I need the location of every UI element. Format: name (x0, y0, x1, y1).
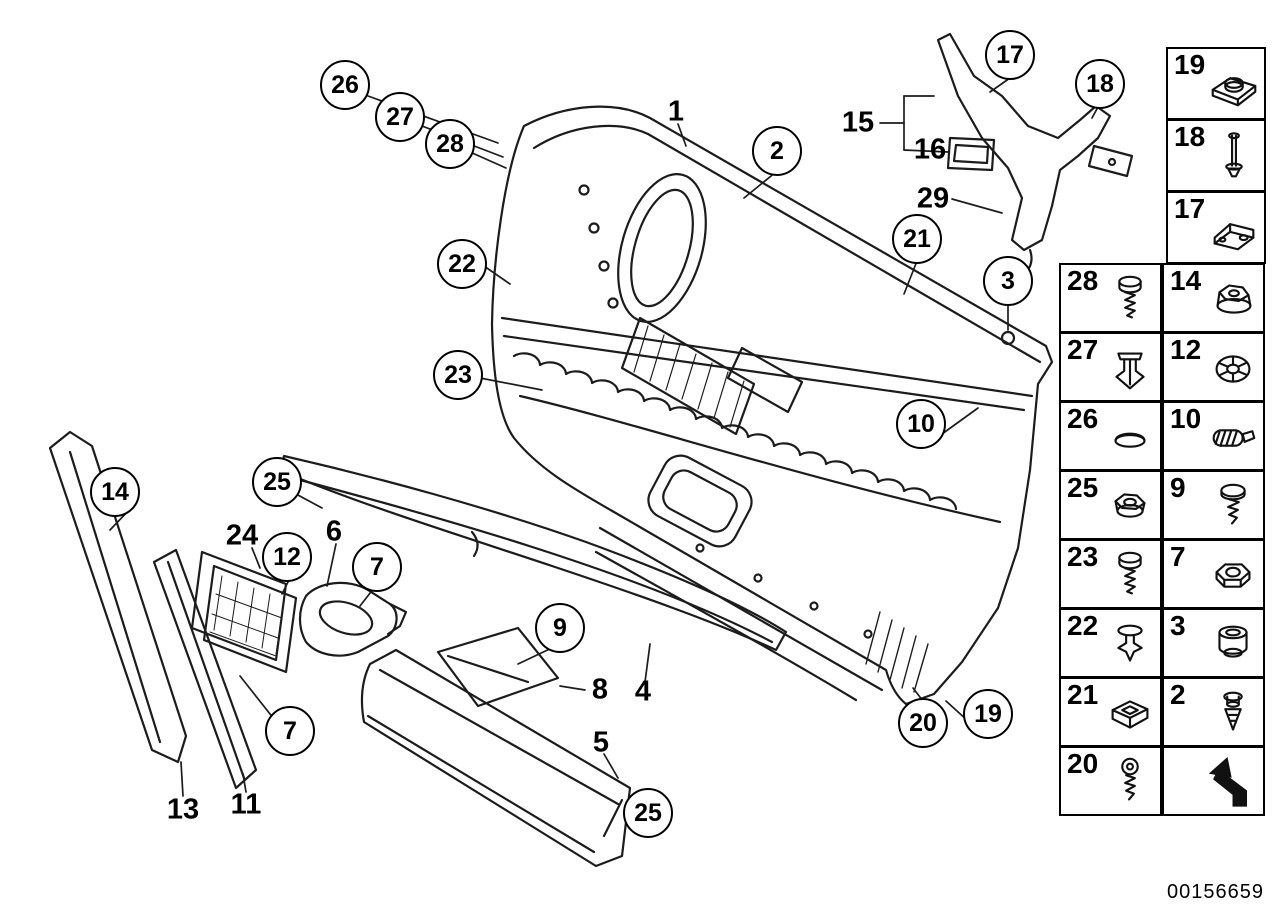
callout-c5[interactable]: 5 (592, 726, 610, 759)
grommet-icon (1204, 340, 1262, 398)
oval-screw-icon (1101, 754, 1159, 812)
callout-c1[interactable]: 1 (667, 95, 685, 128)
legend-cell-10[interactable]: 10 (1162, 401, 1265, 471)
socket-icon (1204, 616, 1262, 674)
callout-c23[interactable]: 23 (433, 350, 483, 400)
callout-c12[interactable]: 12 (262, 532, 312, 582)
legend-cell-number: 7 (1170, 541, 1186, 572)
legend-cell-number: 27 (1067, 334, 1099, 365)
legend-cell-9[interactable]: 9 (1162, 470, 1265, 540)
legend-cell-28[interactable]: 28 (1059, 263, 1162, 333)
callout-c25b[interactable]: 25 (623, 788, 673, 838)
callout-c24[interactable]: 24 (225, 519, 259, 552)
torx-screw-icon (1101, 271, 1159, 329)
legend-cell-27[interactable]: 27 (1059, 332, 1162, 402)
callout-c9[interactable]: 9 (535, 603, 585, 653)
legend-cell-number: 21 (1067, 679, 1099, 710)
pan-screw-icon (1204, 478, 1262, 536)
legend-cell-17[interactable]: 17 (1166, 191, 1266, 264)
legend-cell-7[interactable]: 7 (1162, 539, 1265, 609)
legend-cell-18[interactable]: 18 (1166, 119, 1266, 192)
callout-c8[interactable]: 8 (591, 673, 609, 706)
legend-cell-12[interactable]: 12 (1162, 332, 1265, 402)
hex-nut-icon (1204, 547, 1262, 605)
rivet-pin-icon (1205, 127, 1263, 185)
legend-cell-14[interactable]: 14 (1162, 263, 1265, 333)
legend-cell-22[interactable]: 22 (1059, 608, 1162, 678)
legend-cell-19[interactable]: 19 (1166, 47, 1266, 120)
legend-top-column: 19 18 17 (1166, 47, 1266, 264)
callout-c20[interactable]: 20 (898, 698, 948, 748)
parts-legend: 19 18 17 28 14 27 12 26 10 25 9 23 7 22 3 21 2 20 (1058, 47, 1266, 816)
spring-clip-icon (1101, 685, 1159, 743)
callout-c3[interactable]: 3 (983, 256, 1033, 306)
legend-cell-number: 2 (1170, 679, 1186, 710)
callout-c27[interactable]: 27 (375, 92, 425, 142)
callout-c18[interactable]: 18 (1075, 59, 1125, 109)
callout-c11[interactable]: 11 (230, 788, 262, 821)
oval-seal-icon (1204, 409, 1262, 467)
callout-c2[interactable]: 2 (752, 126, 802, 176)
legend-cell-20[interactable]: 20 (1059, 746, 1162, 816)
legend-cell-number: 22 (1067, 610, 1099, 641)
return-arrow-icon (1204, 754, 1262, 812)
legend-cell-arrow[interactable] (1162, 746, 1265, 816)
legend-cell-number: 19 (1174, 49, 1206, 80)
flange-nut-icon (1204, 271, 1262, 329)
diagram-part-number: 00156659 (1167, 881, 1264, 903)
legend-cell-number: 10 (1170, 403, 1202, 434)
legend-cell-25[interactable]: 25 (1059, 470, 1162, 540)
legend-cell-21[interactable]: 21 (1059, 677, 1162, 747)
callout-c14[interactable]: 14 (90, 467, 140, 517)
push-clip-icon (1101, 616, 1159, 674)
callout-c7a[interactable]: 7 (352, 542, 402, 592)
legend-cell-3[interactable]: 3 (1162, 608, 1265, 678)
legend-cell-26[interactable]: 26 (1059, 401, 1162, 471)
torx-screw-icon (1101, 547, 1159, 605)
legend-cell-number: 14 (1170, 265, 1202, 296)
callout-c4[interactable]: 4 (634, 675, 652, 708)
legend-cell-23[interactable]: 23 (1059, 539, 1162, 609)
legend-cell-number: 20 (1067, 748, 1099, 779)
angle-bracket-icon (1205, 199, 1263, 257)
callout-c25a[interactable]: 25 (252, 457, 302, 507)
callout-c29[interactable]: 29 (916, 182, 950, 215)
legend-cell-number: 25 (1067, 472, 1099, 503)
callout-c19[interactable]: 19 (963, 689, 1013, 739)
expanding-rivet-icon (1204, 685, 1262, 743)
callout-c13[interactable]: 13 (166, 793, 200, 826)
legend-cell-number: 28 (1067, 265, 1099, 296)
expansion-clip-icon (1101, 340, 1159, 398)
callout-c10[interactable]: 10 (896, 399, 946, 449)
callout-c6[interactable]: 6 (325, 515, 343, 548)
legend-cell-number: 17 (1174, 193, 1206, 224)
legend-cell-number: 26 (1067, 403, 1099, 434)
callout-c16[interactable]: 16 (913, 133, 947, 166)
callout-c17[interactable]: 17 (985, 30, 1035, 80)
legend-cell-number: 3 (1170, 610, 1186, 641)
callout-c22[interactable]: 22 (437, 239, 487, 289)
cage-nut-icon (1205, 55, 1263, 113)
legend-cell-2[interactable]: 2 (1162, 677, 1265, 747)
lock-nut-icon (1101, 478, 1159, 536)
legend-cell-number: 18 (1174, 121, 1206, 152)
callout-c7b[interactable]: 7 (265, 706, 315, 756)
legend-cell-number: 9 (1170, 472, 1186, 503)
callout-c28[interactable]: 28 (425, 119, 475, 169)
callout-c26[interactable]: 26 (320, 60, 370, 110)
callout-c21[interactable]: 21 (892, 214, 942, 264)
legend-grid: 28 14 27 12 26 10 25 9 23 7 22 3 21 2 20 (1059, 263, 1266, 816)
cap-plug-icon (1101, 409, 1159, 467)
legend-cell-number: 12 (1170, 334, 1202, 365)
callout-c15[interactable]: 15 (841, 106, 875, 139)
legend-cell-number: 23 (1067, 541, 1099, 572)
